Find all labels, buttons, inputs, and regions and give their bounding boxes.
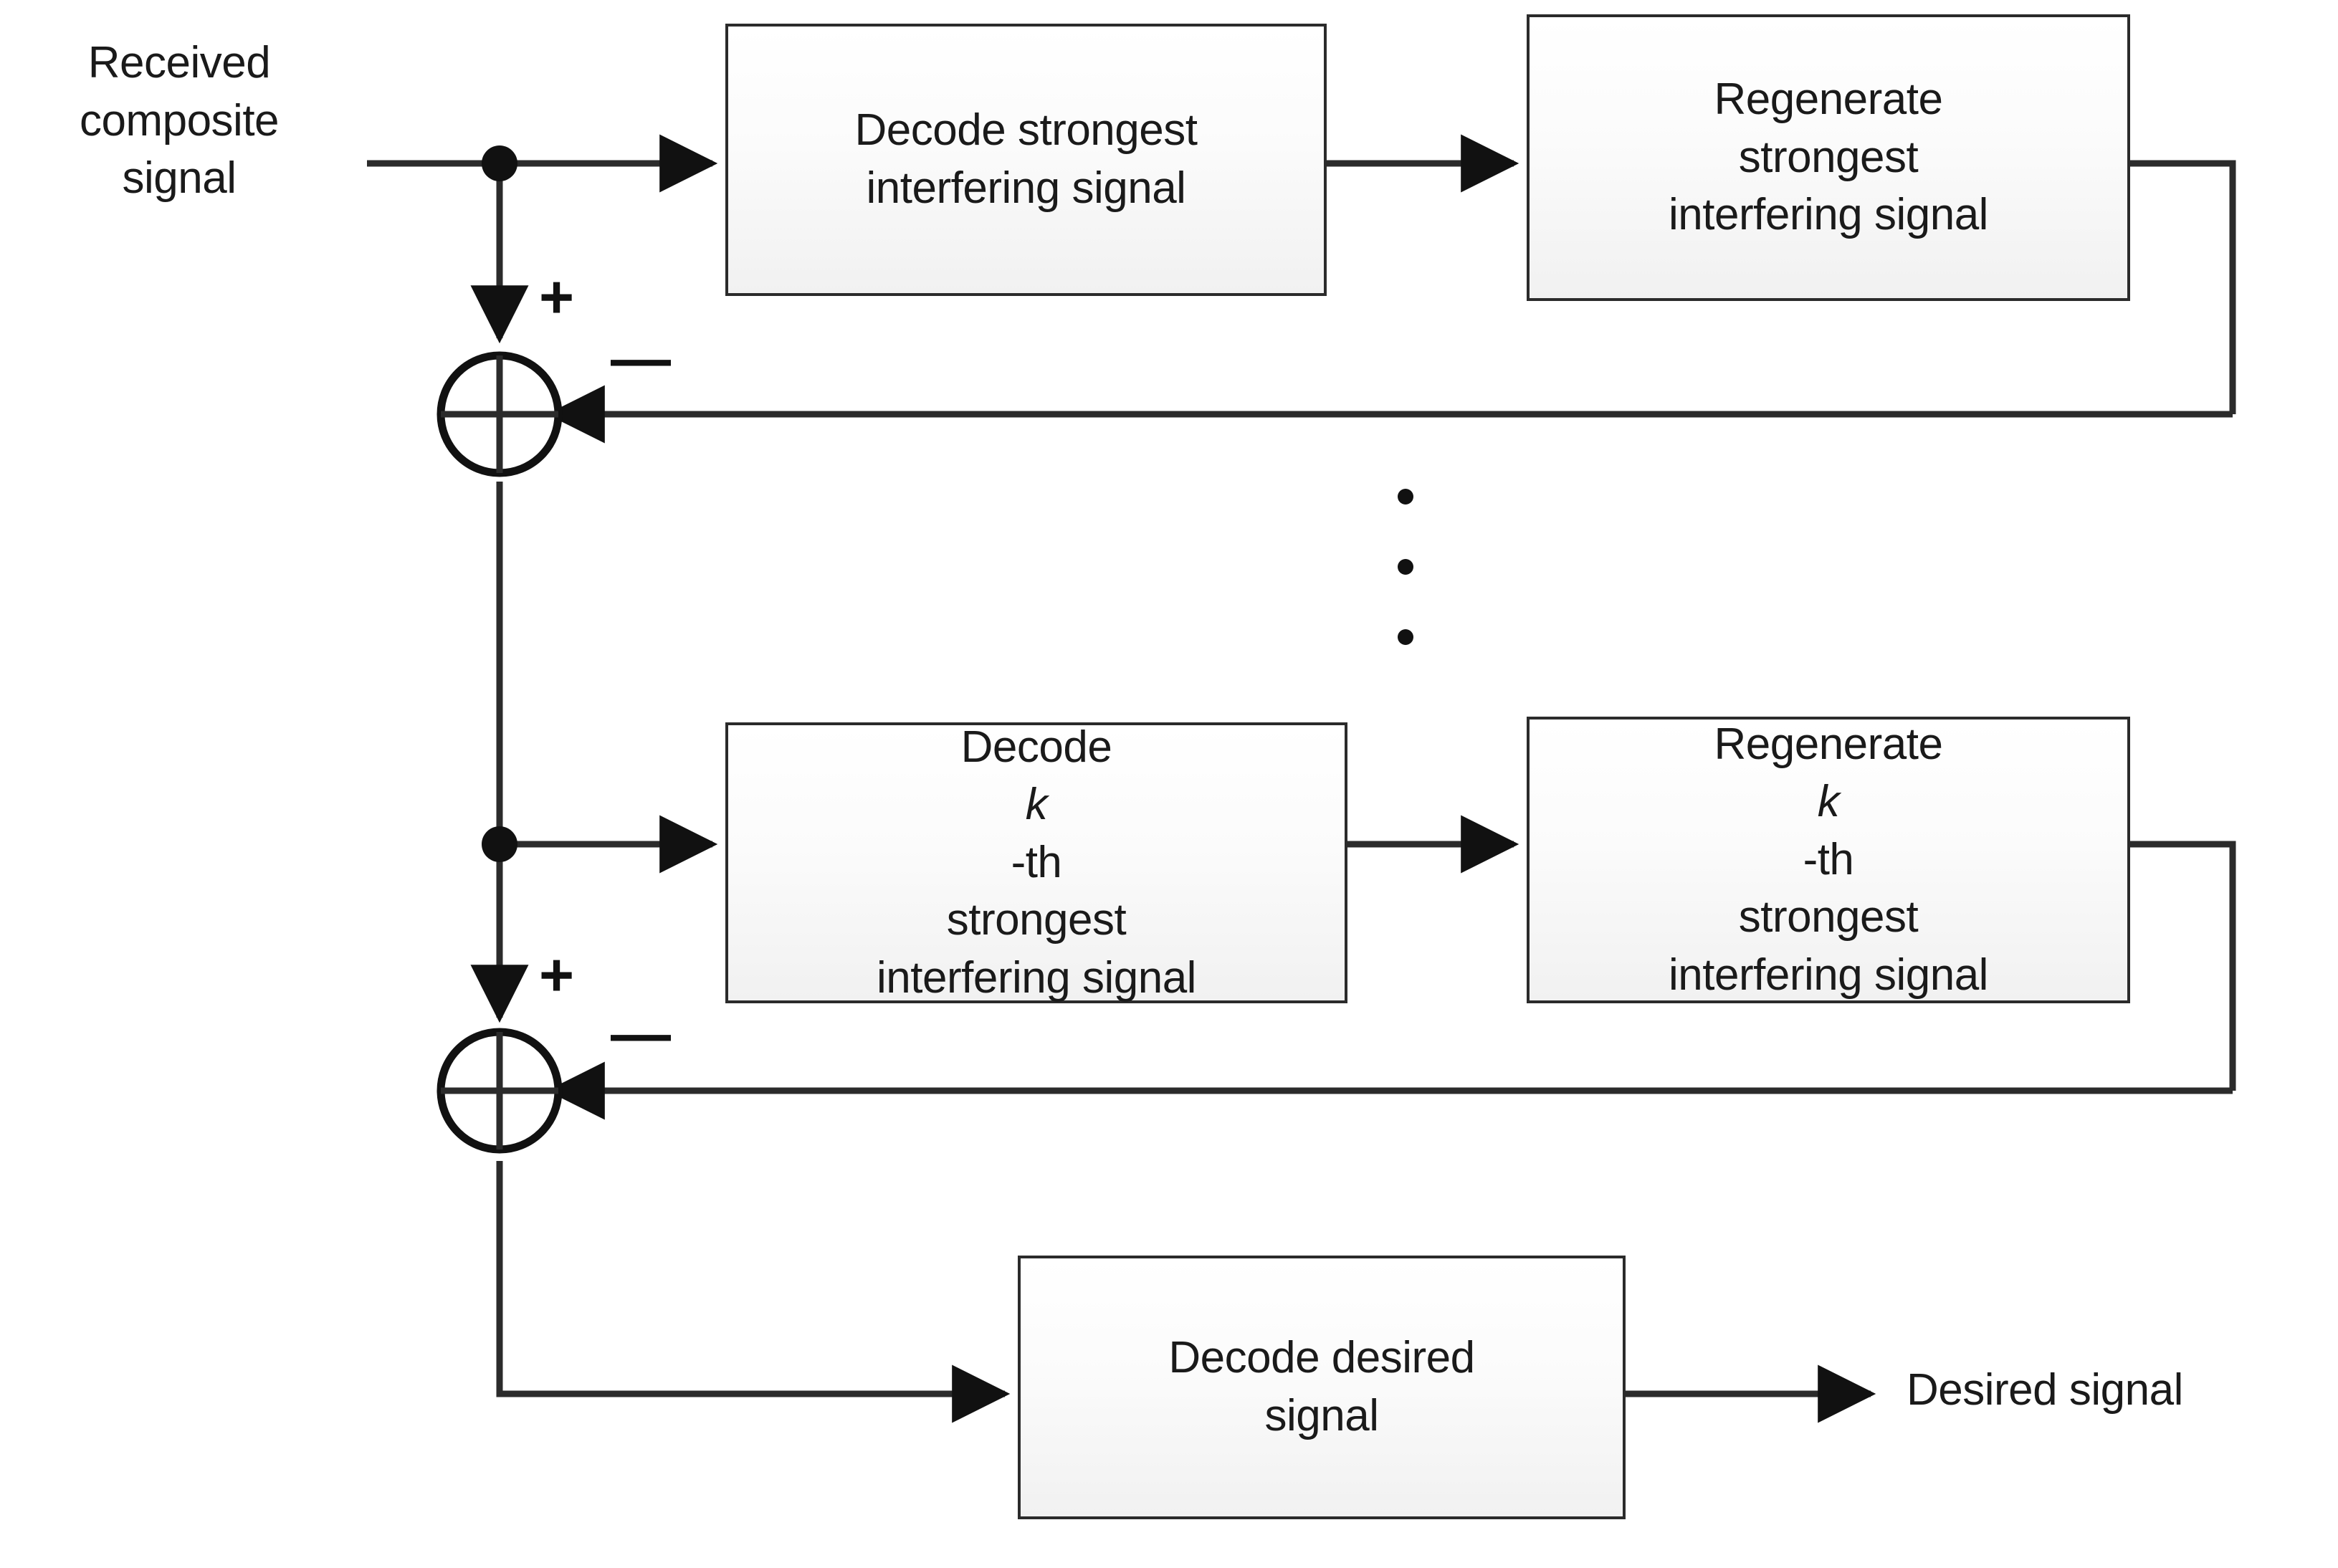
adder-1-minus-sign: — (611, 325, 671, 392)
block-decode-kth-line1: Decode k -th (867, 719, 1206, 892)
block-decode-kth-line2: strongest (946, 895, 1127, 945)
wire-feedback-1 (2130, 160, 2236, 414)
block-regenerate-strongest[interactable]: Regenerate strongest interfering signal (1527, 14, 2130, 301)
decode-kth-suffix: -th (1011, 837, 1062, 887)
regenerate-kth-suffix: -th (1803, 834, 1854, 884)
junction-dot-1 (482, 145, 517, 181)
block-decode-desired-line1: Decode desired (1168, 1333, 1475, 1383)
input-label: Received composite signal (79, 38, 280, 204)
junction-dot-2 (482, 826, 517, 862)
ellipsis-dot-2 (1398, 559, 1413, 575)
decode-kth-prefix: Decode (960, 722, 1112, 772)
block-regenerate-kth-line2: strongest (1738, 892, 1919, 942)
vertical-ellipsis (1398, 489, 1413, 645)
block-decode-kth-line3: interfering signal (877, 952, 1196, 1003)
block-decode-desired-line2: signal (1264, 1391, 1380, 1440)
block-decode-strongest-line1: Decode strongest (854, 105, 1198, 156)
wire-feedback-2 (2130, 841, 2236, 1091)
block-regenerate-kth-line1: Regenerate k -th (1659, 716, 1998, 889)
adder-2-plus-sign: + (539, 941, 575, 1008)
regenerate-kth-prefix: Regenerate (1714, 719, 1943, 769)
adder-2-minus-sign: — (611, 1000, 671, 1067)
block-regenerate-kth-line3: interfering signal (1669, 950, 1988, 1000)
regenerate-kth-index: k (1817, 777, 1840, 827)
ellipsis-dot-3 (1398, 629, 1413, 645)
block-decode-strongest-line2: interfering signal (866, 163, 1186, 213)
output-label: Desired signal (1907, 1365, 2183, 1415)
block-regenerate-strongest-line2: strongest (1738, 132, 1919, 182)
ellipsis-dot-1 (1398, 489, 1413, 505)
decode-kth-index: k (1025, 780, 1048, 830)
wire-trunk-4 (496, 1161, 1005, 1397)
block-regenerate-kth[interactable]: Regenerate k -th strongest interfering si… (1527, 717, 2130, 1003)
block-regenerate-strongest-line3: interfering signal (1669, 190, 1988, 240)
block-decode-strongest[interactable]: Decode strongest interfering signal (725, 24, 1327, 296)
adder-1-plus-sign: + (539, 263, 575, 330)
block-regenerate-strongest-line1: Regenerate (1714, 75, 1943, 125)
block-decode-desired[interactable]: Decode desired signal (1018, 1256, 1626, 1519)
block-decode-kth[interactable]: Decode k -th strongest interfering signal (725, 722, 1347, 1003)
